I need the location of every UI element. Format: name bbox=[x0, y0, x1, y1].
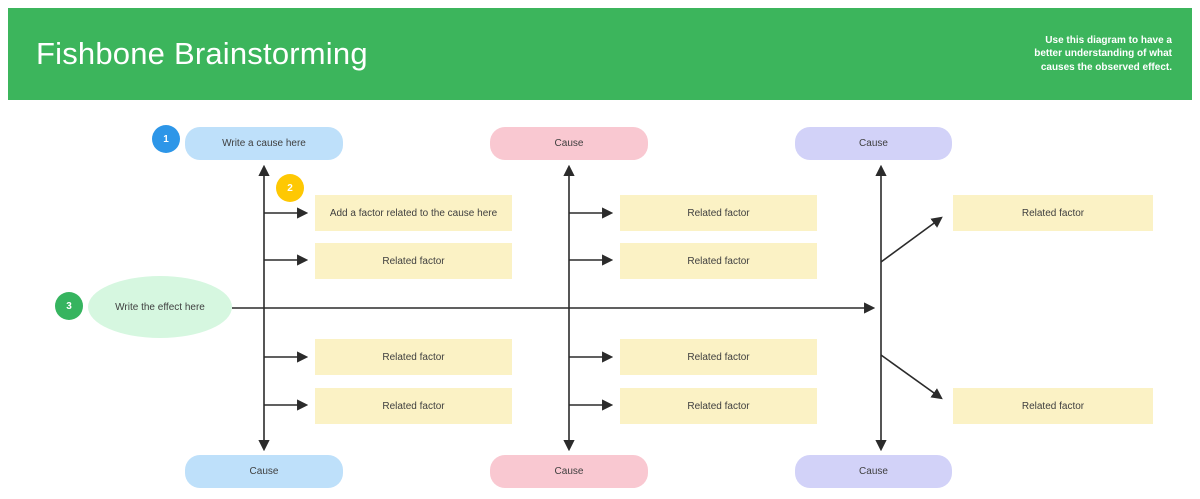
factor-box[interactable]: Related factor bbox=[620, 388, 817, 424]
cause-box-top-right[interactable]: Cause bbox=[795, 127, 952, 160]
cause-box-top-left[interactable]: Write a cause here bbox=[185, 127, 343, 160]
cause-box-bottom-right[interactable]: Cause bbox=[795, 455, 952, 488]
factor-box[interactable]: Related factor bbox=[315, 243, 512, 279]
step-badge-2[interactable]: 2 bbox=[276, 174, 304, 202]
factor-box[interactable]: Related factor bbox=[620, 243, 817, 279]
right-diagonal-arrow bbox=[880, 216, 943, 263]
factor-box[interactable]: Add a factor related to the cause here bbox=[315, 195, 512, 231]
right-diagonal-arrow bbox=[880, 354, 943, 400]
cause-box-bottom-middle[interactable]: Cause bbox=[490, 455, 648, 488]
note-line: better understanding of what bbox=[1034, 48, 1172, 60]
header-note: Use this diagram to have a better unders… bbox=[1034, 34, 1172, 75]
factor-box[interactable]: Related factor bbox=[953, 195, 1153, 231]
cause-box-bottom-left[interactable]: Cause bbox=[185, 455, 343, 488]
step-badge-1[interactable]: 1 bbox=[152, 125, 180, 153]
factor-box[interactable]: Related factor bbox=[315, 388, 512, 424]
header-banner: Fishbone Brainstorming Use this diagram … bbox=[8, 8, 1192, 100]
cause-box-top-middle[interactable]: Cause bbox=[490, 127, 648, 160]
note-line: Use this diagram to have a bbox=[1045, 34, 1172, 46]
step-badge-3[interactable]: 3 bbox=[55, 292, 83, 320]
page-title: Fishbone Brainstorming bbox=[36, 36, 368, 71]
factor-box[interactable]: Related factor bbox=[620, 339, 817, 375]
note-line: causes the observed effect. bbox=[1040, 61, 1172, 73]
factor-box[interactable]: Related factor bbox=[953, 388, 1153, 424]
effect-ellipse[interactable]: Write the effect here bbox=[88, 276, 232, 338]
factor-box[interactable]: Related factor bbox=[620, 195, 817, 231]
factor-box[interactable]: Related factor bbox=[315, 339, 512, 375]
